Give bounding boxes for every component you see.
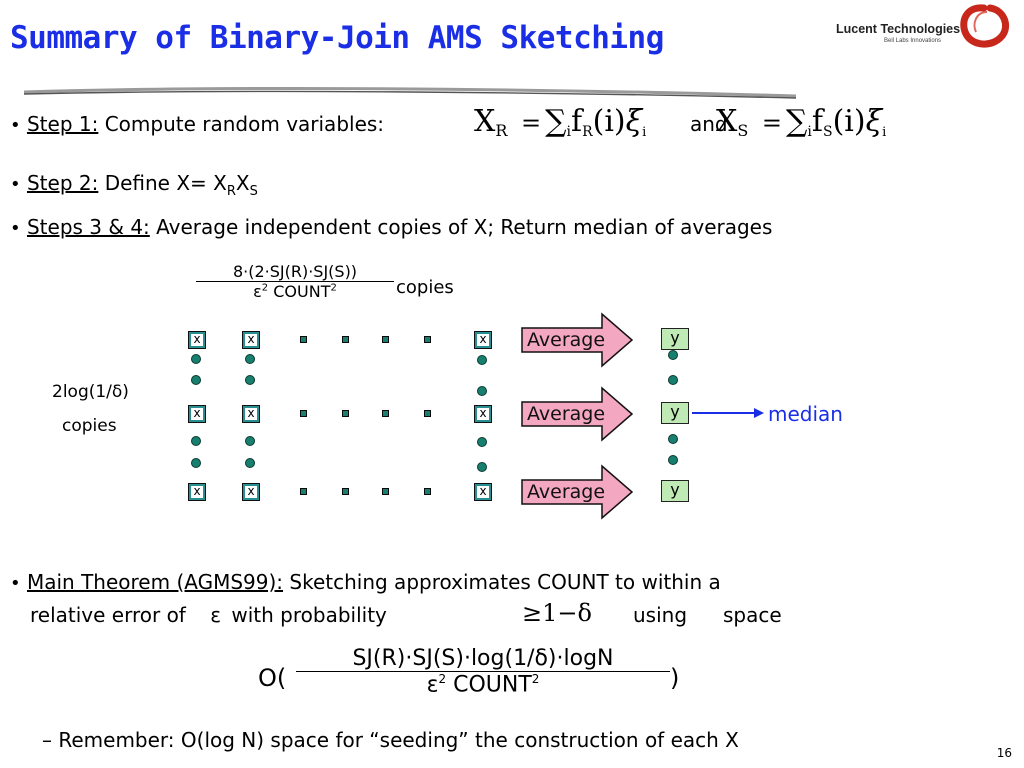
step1-label: Step 1: bbox=[26, 112, 99, 136]
sketch-box: x bbox=[242, 483, 260, 501]
bullet: • bbox=[10, 573, 21, 594]
ellipsis-dot bbox=[191, 375, 201, 385]
ellipsis-square bbox=[342, 488, 349, 495]
sketch-box: x bbox=[188, 405, 206, 423]
remember-note: – Remember: O(log N) space for “seeding”… bbox=[42, 728, 739, 752]
step1-text: Compute random variables: bbox=[104, 112, 385, 136]
ellipsis-dot bbox=[477, 386, 487, 396]
space-formula-suffix: ) bbox=[670, 664, 680, 692]
step1-line: • Step 1: Compute random variables: bbox=[10, 112, 384, 136]
ellipsis-square bbox=[342, 410, 349, 417]
theorem-text1: Sketching approximates COUNT to within a bbox=[283, 570, 721, 594]
ellipsis-dot bbox=[477, 437, 487, 447]
sketch-box: x bbox=[242, 405, 260, 423]
median-label: median bbox=[768, 402, 843, 426]
ellipsis-dot bbox=[191, 436, 201, 446]
step2-line: • Step 2: Define X= XRXS bbox=[10, 171, 258, 199]
space-formula-prefix: O( bbox=[258, 664, 287, 692]
result-box: y bbox=[661, 328, 689, 350]
step34-line: • Steps 3 & 4: Average independent copie… bbox=[10, 215, 772, 239]
ellipsis-dot bbox=[191, 354, 201, 364]
step34-label: Steps 3 & 4: bbox=[26, 215, 150, 239]
ellipsis-dot bbox=[477, 462, 487, 472]
rows-label-copies: copies bbox=[62, 416, 117, 436]
and-word: and bbox=[690, 112, 728, 136]
ellipsis-dot bbox=[668, 375, 678, 385]
ellipsis-square bbox=[300, 410, 307, 417]
average-arrow-icon bbox=[521, 312, 634, 368]
median-arrow-icon bbox=[692, 408, 764, 418]
ellipsis-dot bbox=[668, 455, 678, 465]
ellipsis-dot bbox=[245, 458, 255, 468]
ellipsis-square bbox=[382, 488, 389, 495]
average-label: Average bbox=[527, 403, 606, 425]
ellipsis-dot bbox=[245, 354, 255, 364]
ellipsis-square bbox=[382, 336, 389, 343]
copies-fraction: 8·(2·SJ(R)·SJ(S)) ε2 COUNT2 bbox=[196, 262, 394, 301]
average-label: Average bbox=[527, 329, 606, 351]
logo-tagline: Bell Labs Innovations bbox=[884, 38, 942, 44]
probability-expr: ≥1−δ bbox=[522, 599, 592, 627]
ellipsis-square bbox=[424, 336, 431, 343]
ellipsis-dot bbox=[245, 436, 255, 446]
ellipsis-dot bbox=[477, 355, 487, 365]
ellipsis-dot bbox=[668, 350, 678, 360]
page-title: Summary of Binary-Join AMS Sketching bbox=[10, 20, 664, 56]
rows-label: 2log(1/δ) bbox=[52, 382, 129, 402]
bullet: • bbox=[10, 218, 21, 239]
formula-xs: XS =∑ifS(i)ξi bbox=[716, 104, 887, 140]
theorem-line2: relative error of ε with probability bbox=[30, 603, 387, 627]
sketch-box: x bbox=[188, 483, 206, 501]
average-arrow-icon bbox=[521, 464, 634, 520]
average-arrow-icon bbox=[521, 386, 634, 442]
formula-xr: XR =∑ifR(i)ξi bbox=[474, 104, 647, 140]
step2-text: Define X= X bbox=[104, 171, 227, 195]
ellipsis-square bbox=[300, 336, 307, 343]
ellipsis-square bbox=[424, 410, 431, 417]
result-box: y bbox=[661, 480, 689, 502]
ellipsis-square bbox=[382, 410, 389, 417]
ellipsis-square bbox=[300, 488, 307, 495]
logo-brand: Lucent Technologies bbox=[836, 22, 961, 36]
space-word: space bbox=[723, 603, 782, 627]
ellipsis-dot bbox=[245, 375, 255, 385]
page-number: 16 bbox=[996, 746, 1012, 760]
lucent-ring-logo-icon bbox=[960, 4, 1009, 48]
result-box: y bbox=[661, 402, 689, 424]
theorem-label: Main Theorem (AGMS99): bbox=[26, 570, 284, 594]
sketch-box: x bbox=[474, 483, 492, 501]
average-label: Average bbox=[527, 481, 606, 503]
space-formula-fraction: SJ(R)·SJ(S)·log(1/δ)·logN ε2 COUNT2 bbox=[296, 646, 670, 697]
title-underline bbox=[23, 87, 797, 99]
ellipsis-square bbox=[342, 336, 349, 343]
sketch-box: x bbox=[188, 331, 206, 349]
step34-text: Average independent copies of X; Return … bbox=[156, 215, 773, 239]
using-word: using bbox=[633, 603, 688, 627]
sketch-box: x bbox=[474, 331, 492, 349]
theorem-line1: • Main Theorem (AGMS99): Sketching appro… bbox=[10, 570, 721, 594]
bullet: • bbox=[10, 115, 21, 136]
ellipsis-dot bbox=[191, 458, 201, 468]
copies-suffix: copies bbox=[396, 277, 454, 298]
sketch-box: x bbox=[242, 331, 260, 349]
ellipsis-square bbox=[424, 488, 431, 495]
step2-label: Step 2: bbox=[26, 171, 99, 195]
ellipsis-dot bbox=[668, 434, 678, 444]
bullet: • bbox=[10, 174, 21, 195]
sketch-box: x bbox=[474, 405, 492, 423]
